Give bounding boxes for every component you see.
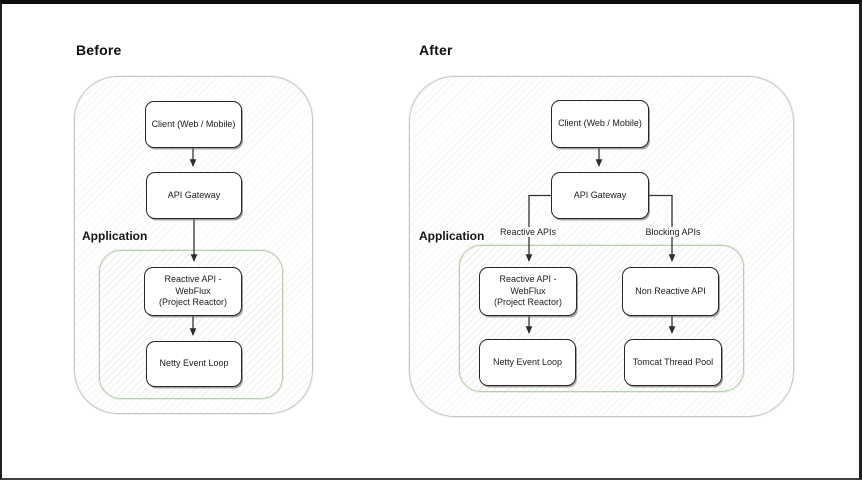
node-before-api-gateway-label: API Gateway [167,189,221,200]
node-after-tomcat-label: Tomcat Thread Pool [632,356,714,367]
node-after-client-label: Client (Web / Mobile) [558,118,642,129]
node-after-non-reactive-api-label: Non Reactive API [635,285,706,296]
after-edge-label-blocking-apis: Blocking APIs [643,227,703,237]
node-after-api-gateway: API Gateway [551,172,649,219]
node-after-tomcat: Tomcat Thread Pool [624,339,722,386]
node-after-client: Client (Web / Mobile) [551,100,649,148]
node-before-netty: Netty Event Loop [146,341,242,387]
after-edge-label-reactive-apis: Reactive APIs [497,227,559,237]
node-after-non-reactive-api: Non Reactive API [622,267,719,316]
after-title: After [419,42,453,58]
after-application-label: Application [419,229,485,243]
node-before-api-gateway: API Gateway [146,172,242,219]
node-before-netty-label: Netty Event Loop [159,358,229,369]
node-before-client-label: Client (Web / Mobile) [151,118,236,129]
node-after-netty-label: Netty Event Loop [492,356,563,367]
node-after-reactive-api-label: Reactive API - WebFlux (Project Reactor) [493,273,563,308]
node-before-reactive-api: Reactive API - WebFlux (Project Reactor) [144,267,242,316]
node-before-reactive-api-label: Reactive API - WebFlux (Project Reactor) [158,273,228,308]
node-before-client: Client (Web / Mobile) [145,101,242,148]
node-after-api-gateway-label: API Gateway [573,189,627,200]
node-after-netty: Netty Event Loop [479,339,576,386]
before-application-label: Application [82,229,148,243]
node-after-reactive-api: Reactive API - WebFlux (Project Reactor) [479,267,577,316]
before-title: Before [76,42,122,58]
